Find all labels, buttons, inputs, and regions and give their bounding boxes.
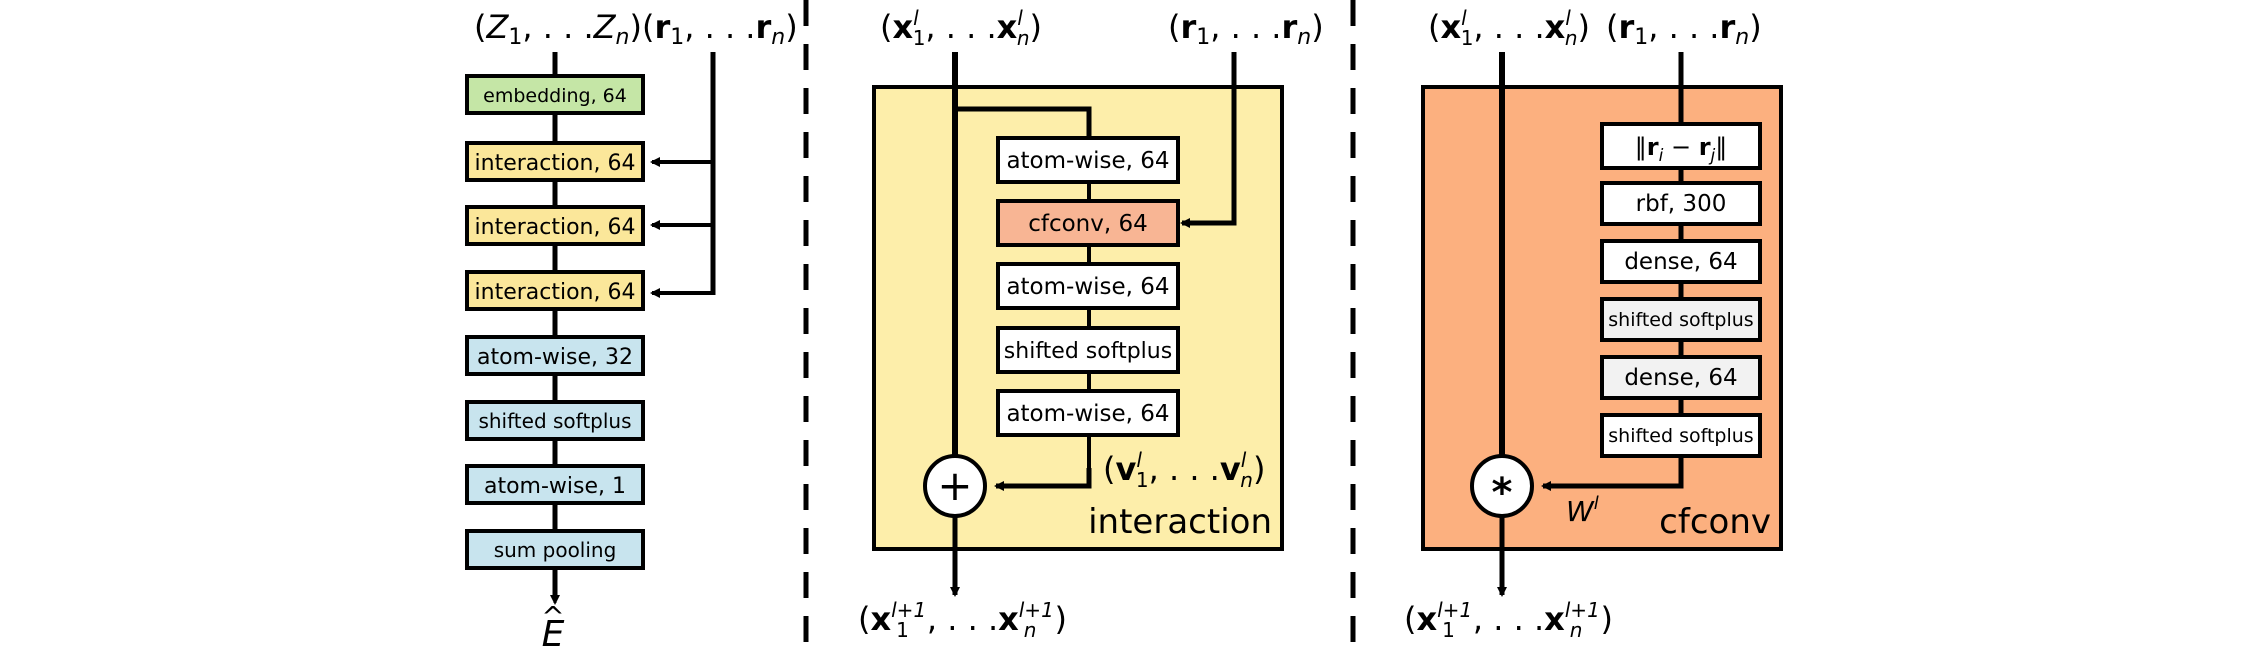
cfconv-layer-shifted-softplus-2: shifted softplus bbox=[1600, 413, 1762, 458]
left-layer-label: atom-wise, 32 bbox=[477, 345, 633, 370]
cfconv-layer-rbf: rbf, 300 bbox=[1600, 181, 1762, 226]
cfconv-layer-label: dense, 64 bbox=[1624, 365, 1737, 391]
interaction-input-r-label: (r1, . . .rn) bbox=[1168, 8, 1324, 50]
left-layer-label: embedding, 64 bbox=[483, 85, 627, 107]
interaction-layer-label: cfconv, 64 bbox=[1028, 211, 1148, 237]
cfconv-layer-label: dense, 64 bbox=[1624, 249, 1737, 275]
cfconv-block-title: cfconv bbox=[1659, 502, 1771, 542]
cfconv-layer-shifted-softplus-1: shifted softplus bbox=[1600, 297, 1762, 342]
left-layer-atomwise-1: atom-wise, 1 bbox=[465, 464, 645, 505]
cfconv-layer-dense-2: dense, 64 bbox=[1600, 355, 1762, 400]
left-layer-sum-pooling: sum pooling bbox=[465, 529, 645, 570]
cfconv-layer-label: shifted softplus bbox=[1608, 309, 1753, 331]
cfconv-layer-distance: ‖ri − rj‖ bbox=[1600, 122, 1762, 170]
cfconv-layer-label: shifted softplus bbox=[1608, 425, 1753, 447]
interaction-layer-atomwise-2: atom-wise, 64 bbox=[996, 262, 1180, 310]
interaction-layer-atomwise-1: atom-wise, 64 bbox=[996, 136, 1180, 184]
input-atom-types-label: (Z1, . . .Zn) bbox=[474, 8, 642, 50]
left-layer-label: sum pooling bbox=[494, 538, 617, 562]
interaction-r-feed-arrow bbox=[1180, 52, 1237, 228]
left-layer-interaction-3: interaction, 64 bbox=[465, 270, 645, 311]
filter-conv-node: * bbox=[1470, 454, 1534, 518]
plus-icon: + bbox=[937, 461, 972, 510]
asterisk-icon: * bbox=[1492, 470, 1513, 516]
cfconv-input-r-label: (r1, . . .rn) bbox=[1606, 8, 1762, 50]
energy-output-hat: ^ bbox=[541, 600, 564, 633]
distance-formula-label: ‖ri − rj‖ bbox=[1635, 133, 1728, 166]
interaction-layer-shifted-softplus: shifted softplus bbox=[996, 326, 1180, 374]
left-layer-interaction-1: interaction, 64 bbox=[465, 141, 645, 182]
input-positions-label: (r1, . . .rn) bbox=[642, 8, 798, 50]
left-layer-label: interaction, 64 bbox=[475, 280, 636, 305]
left-layer-atomwise-32: atom-wise, 32 bbox=[465, 335, 645, 376]
left-layer-label: interaction, 64 bbox=[475, 151, 636, 176]
interaction-layer-label: shifted softplus bbox=[1004, 339, 1172, 364]
left-layer-embedding: embedding, 64 bbox=[465, 74, 645, 115]
interaction-v-return-arrow bbox=[994, 468, 1092, 491]
interaction-branch-line bbox=[955, 106, 1092, 138]
cfconv-layer-dense-1: dense, 64 bbox=[1600, 239, 1762, 284]
left-layer-label: interaction, 64 bbox=[475, 215, 636, 240]
left-layer-label: atom-wise, 1 bbox=[484, 474, 626, 499]
interaction-layer-atomwise-3: atom-wise, 64 bbox=[996, 389, 1180, 437]
interaction-layer-label: atom-wise, 64 bbox=[1006, 401, 1169, 427]
residual-add-node: + bbox=[923, 454, 987, 518]
left-layer-label: shifted softplus bbox=[478, 409, 631, 433]
filter-weight-label: Wl bbox=[1566, 493, 1599, 528]
interaction-block-title: interaction bbox=[1088, 502, 1272, 542]
left-column: (Z1, . . .Zn) (r1, . . .rn) embedding, 6… bbox=[465, 8, 798, 653]
cfconv-filter-arrow bbox=[1541, 466, 1684, 491]
left-layer-shifted-softplus: shifted softplus bbox=[465, 400, 645, 441]
left-layer-interaction-2: interaction, 64 bbox=[465, 205, 645, 246]
interaction-layer-label: atom-wise, 64 bbox=[1006, 274, 1169, 300]
interaction-layer-label: atom-wise, 64 bbox=[1006, 148, 1169, 174]
energy-output-label: E bbox=[542, 614, 565, 653]
cfconv-layer-label: rbf, 300 bbox=[1636, 191, 1727, 217]
interaction-layer-cfconv: cfconv, 64 bbox=[996, 199, 1180, 247]
